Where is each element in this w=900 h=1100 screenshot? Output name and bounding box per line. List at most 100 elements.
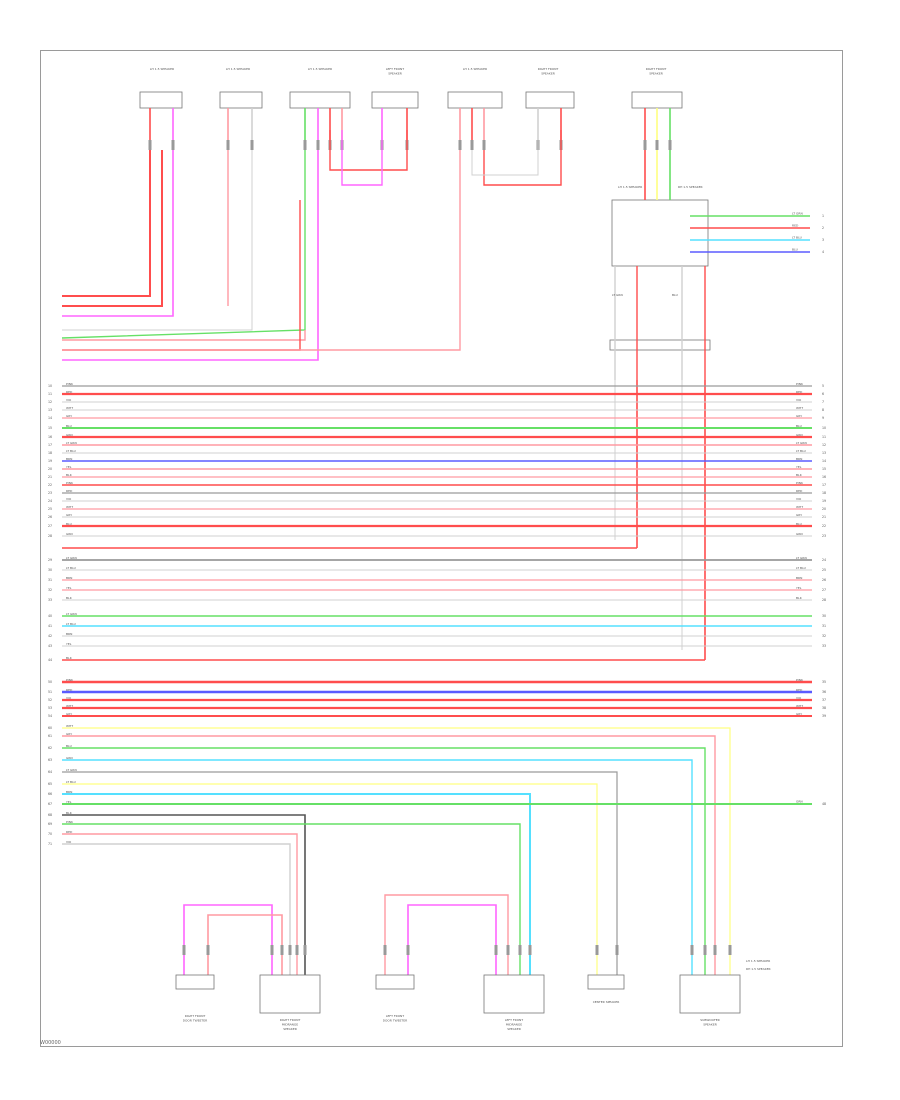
pin-number: 28 [822,598,826,602]
speaker-connector [587,974,625,990]
pin-number: 50 [48,680,52,684]
connector-pin [482,140,486,150]
wire-label: RED [792,224,799,228]
connector-pin [383,945,387,955]
connector-pin [528,945,532,955]
wire-label: GRN [66,532,73,536]
connector-pin [458,140,462,150]
junction-note: RH 1.5 SPEAKER [678,185,703,189]
wire-label: BLU [66,744,72,748]
wire-label: BLU [672,293,678,297]
wire-label: WHT [66,724,73,728]
wire-label: BLU [66,522,72,526]
wire-label: YEL [66,465,72,469]
wire-label: PINK [66,678,74,682]
connector-pin [713,945,717,955]
speaker-connector [679,974,741,1014]
wire-label: RED [796,390,803,394]
speaker-label: DOOR TWEETER [383,1019,407,1023]
wire-label: YEL [796,465,802,469]
speaker-label: MIDRANGE [506,1023,522,1027]
wire [407,904,497,975]
pin-number: 16 [822,475,826,479]
wire [62,150,461,351]
speaker-label: SUBWOOFER [700,1018,719,1022]
speaker-label: SPEAKER [507,1027,521,1031]
wire-label: WHT [66,704,73,708]
wire-label: LT BLU [66,566,76,570]
wire-label: VIO [66,696,72,700]
wire-label: BLK [66,596,73,600]
speaker-label: MIDRANGE [282,1023,298,1027]
connector-pin [470,140,474,150]
speaker-label: RIGHT FRONT [646,67,667,71]
wire-label: VIO [796,497,802,501]
wire-label: LT GRN [66,441,77,445]
wire [471,130,539,176]
speaker-label: SPEAKER [703,1023,717,1027]
wire-label: VIO [66,398,72,402]
wire [62,843,291,975]
connector-pin [148,140,152,150]
wire-label: BRN [796,457,802,461]
wire-label: BLK [796,596,803,600]
pin-number: 10 [48,384,52,388]
wire-label: LT GRN [612,293,623,297]
wire-label: BLU [66,424,72,428]
wire-label: LT BLU [66,449,76,453]
wire [62,783,598,975]
pin-number: 12 [822,443,826,447]
connector-pin [295,945,299,955]
speaker-label: LH 1.5 SPEAKER [308,67,332,71]
pin-number: 4 [822,250,824,254]
pin-number: 13 [48,408,52,412]
wire-label: LT GRN [66,612,77,616]
wire-label: PINK [66,382,74,386]
pin-number: 15 [822,467,826,471]
speaker-connector [259,974,321,1014]
wire-label: VIO [66,840,72,844]
pin-number: 35 [822,680,826,684]
wire-label: PINK [66,481,74,485]
wire-label: LT BLU [796,566,806,570]
wire-label: LT BLU [66,622,76,626]
wire [62,727,731,975]
pin-number: 43 [48,644,52,648]
diagram-id: W00000 [40,1040,61,1046]
pin-number: 20 [48,467,52,471]
pin-number: 30 [48,568,52,572]
speaker-label: LEFT FRONT [386,1014,404,1018]
pin-number: 51 [48,690,52,694]
wire [62,747,706,975]
speaker-connector [219,91,263,109]
pin-number: 11 [822,435,826,439]
wire [62,150,174,317]
wire-label: GRY [66,732,72,736]
speaker-label: RIGHT FRONT [280,1018,301,1022]
speaker-connector [483,974,545,1014]
wire-label: GRN [66,756,73,760]
pin-number: 61 [48,734,52,738]
pin-number: 44 [48,658,52,662]
wire-label: GRN [796,532,803,536]
wire-label: WHT [66,505,73,509]
wire [329,130,408,171]
pin-number: 33 [48,598,52,602]
speaker-connector [371,91,419,109]
pin-number: 15 [48,426,52,430]
pin-number: 12 [48,400,52,404]
wire [62,814,306,975]
junction-connector [609,339,711,351]
pin-number: 2 [822,226,824,230]
pin-number: 27 [822,588,826,592]
wire-label: LT BLU [796,449,806,453]
speaker-label: SPEAKER [388,72,402,76]
pin-number: 18 [48,451,52,455]
pin-number: 27 [48,524,52,528]
pin-number: 67 [48,802,52,806]
speaker-connector [289,91,351,109]
pin-number: 29 [48,558,52,562]
junction-block [611,199,709,267]
diagram-frame [40,50,843,1047]
wire-label: BLK [66,811,73,815]
